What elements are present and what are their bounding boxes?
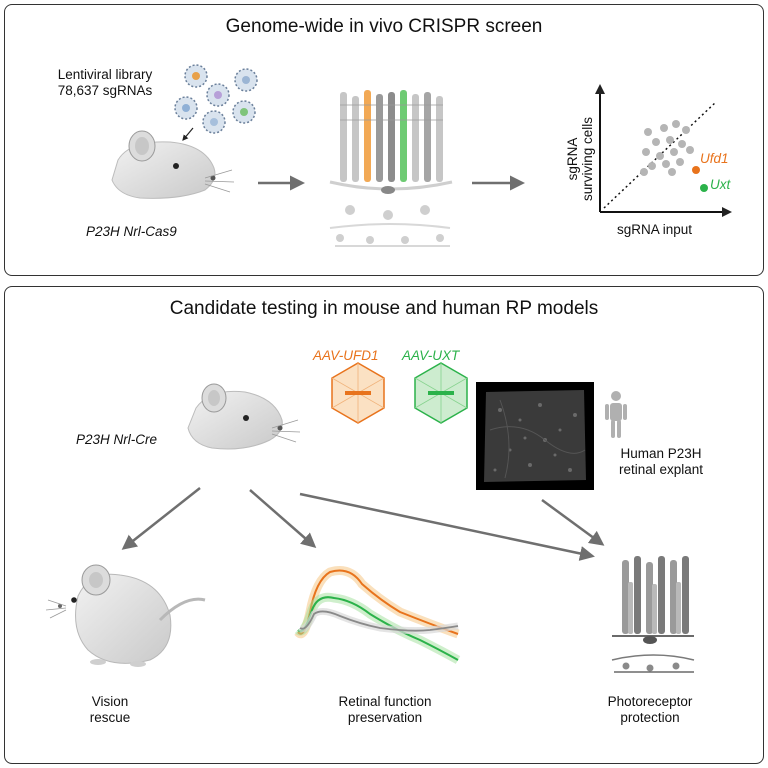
human-figure-icon [605,391,627,438]
point-uxt [700,184,708,192]
outcome-vision-line2: rescue [89,710,131,725]
library-label: Lentiviral library 78,637 sgRNAs [40,67,170,99]
mouse-label-cre: P23H Nrl-Cre [76,432,158,447]
outcome-photoreceptor-line1: Photoreceptor [607,694,693,709]
retinal-explant-image [476,382,594,490]
aav-uxt-label: AAV-UXT [402,348,460,363]
aav-uxt-capsid-icon [414,362,468,424]
gene-label-ufd1: Ufd1 [700,151,729,166]
outcome-retinal-function-line1: Retinal function [338,694,432,709]
outcome-photoreceptor: Photoreceptor protection [575,694,725,726]
lentivirus-icons [174,64,258,134]
explant-label-line2: retinal explant [618,462,704,477]
point-ufd1 [692,166,700,174]
plot-gray-points [640,120,694,176]
arrow-to-photoreceptor [299,492,595,561]
explant-label: Human P23H retinal explant [596,446,726,478]
library-label-line1: Lentiviral library [57,67,153,82]
erg-traces [294,566,461,664]
screen-title: Genome-wide in vivo CRISPR screen [225,16,543,37]
explant-label-line1: Human P23H [620,446,702,461]
arrow-to-erg [249,489,317,548]
retina-illustration-top [329,90,453,247]
erg-line-control [299,610,459,632]
mouse-head-icon-bottom [187,383,301,450]
outcome-retinal-function-line2: preservation [347,710,423,725]
candidate-title: Candidate testing in mouse and human RP … [169,298,599,319]
arrow-explant-to-photoreceptor [541,498,605,546]
outcome-retinal-function: Retinal function preservation [310,694,460,726]
mouse-label-cas9: P23H Nrl-Cas9 [86,224,177,239]
gene-label-uxt: Uxt [710,177,731,192]
screen-scatter-plot [595,84,732,217]
retina-illustration-bottom [611,556,695,673]
injection-arrow [182,127,194,141]
outcome-vision: Vision rescue [60,694,160,726]
aav-ufd1-label: AAV-UFD1 [313,348,379,363]
library-label-line2: 78,637 sgRNAs [57,83,153,98]
aav-ufd1-capsid-icon [331,362,385,424]
mouse-head-icon [111,130,235,199]
plot-diagonal [603,101,717,209]
mouse-full-icon [45,564,206,667]
arrow-to-vision [121,487,201,550]
candidate-panel [4,286,764,764]
outcome-vision-line1: Vision [91,694,129,709]
plot-xlabel: sgRNA input [617,222,693,237]
outcome-photoreceptor-line2: protection [620,710,680,725]
